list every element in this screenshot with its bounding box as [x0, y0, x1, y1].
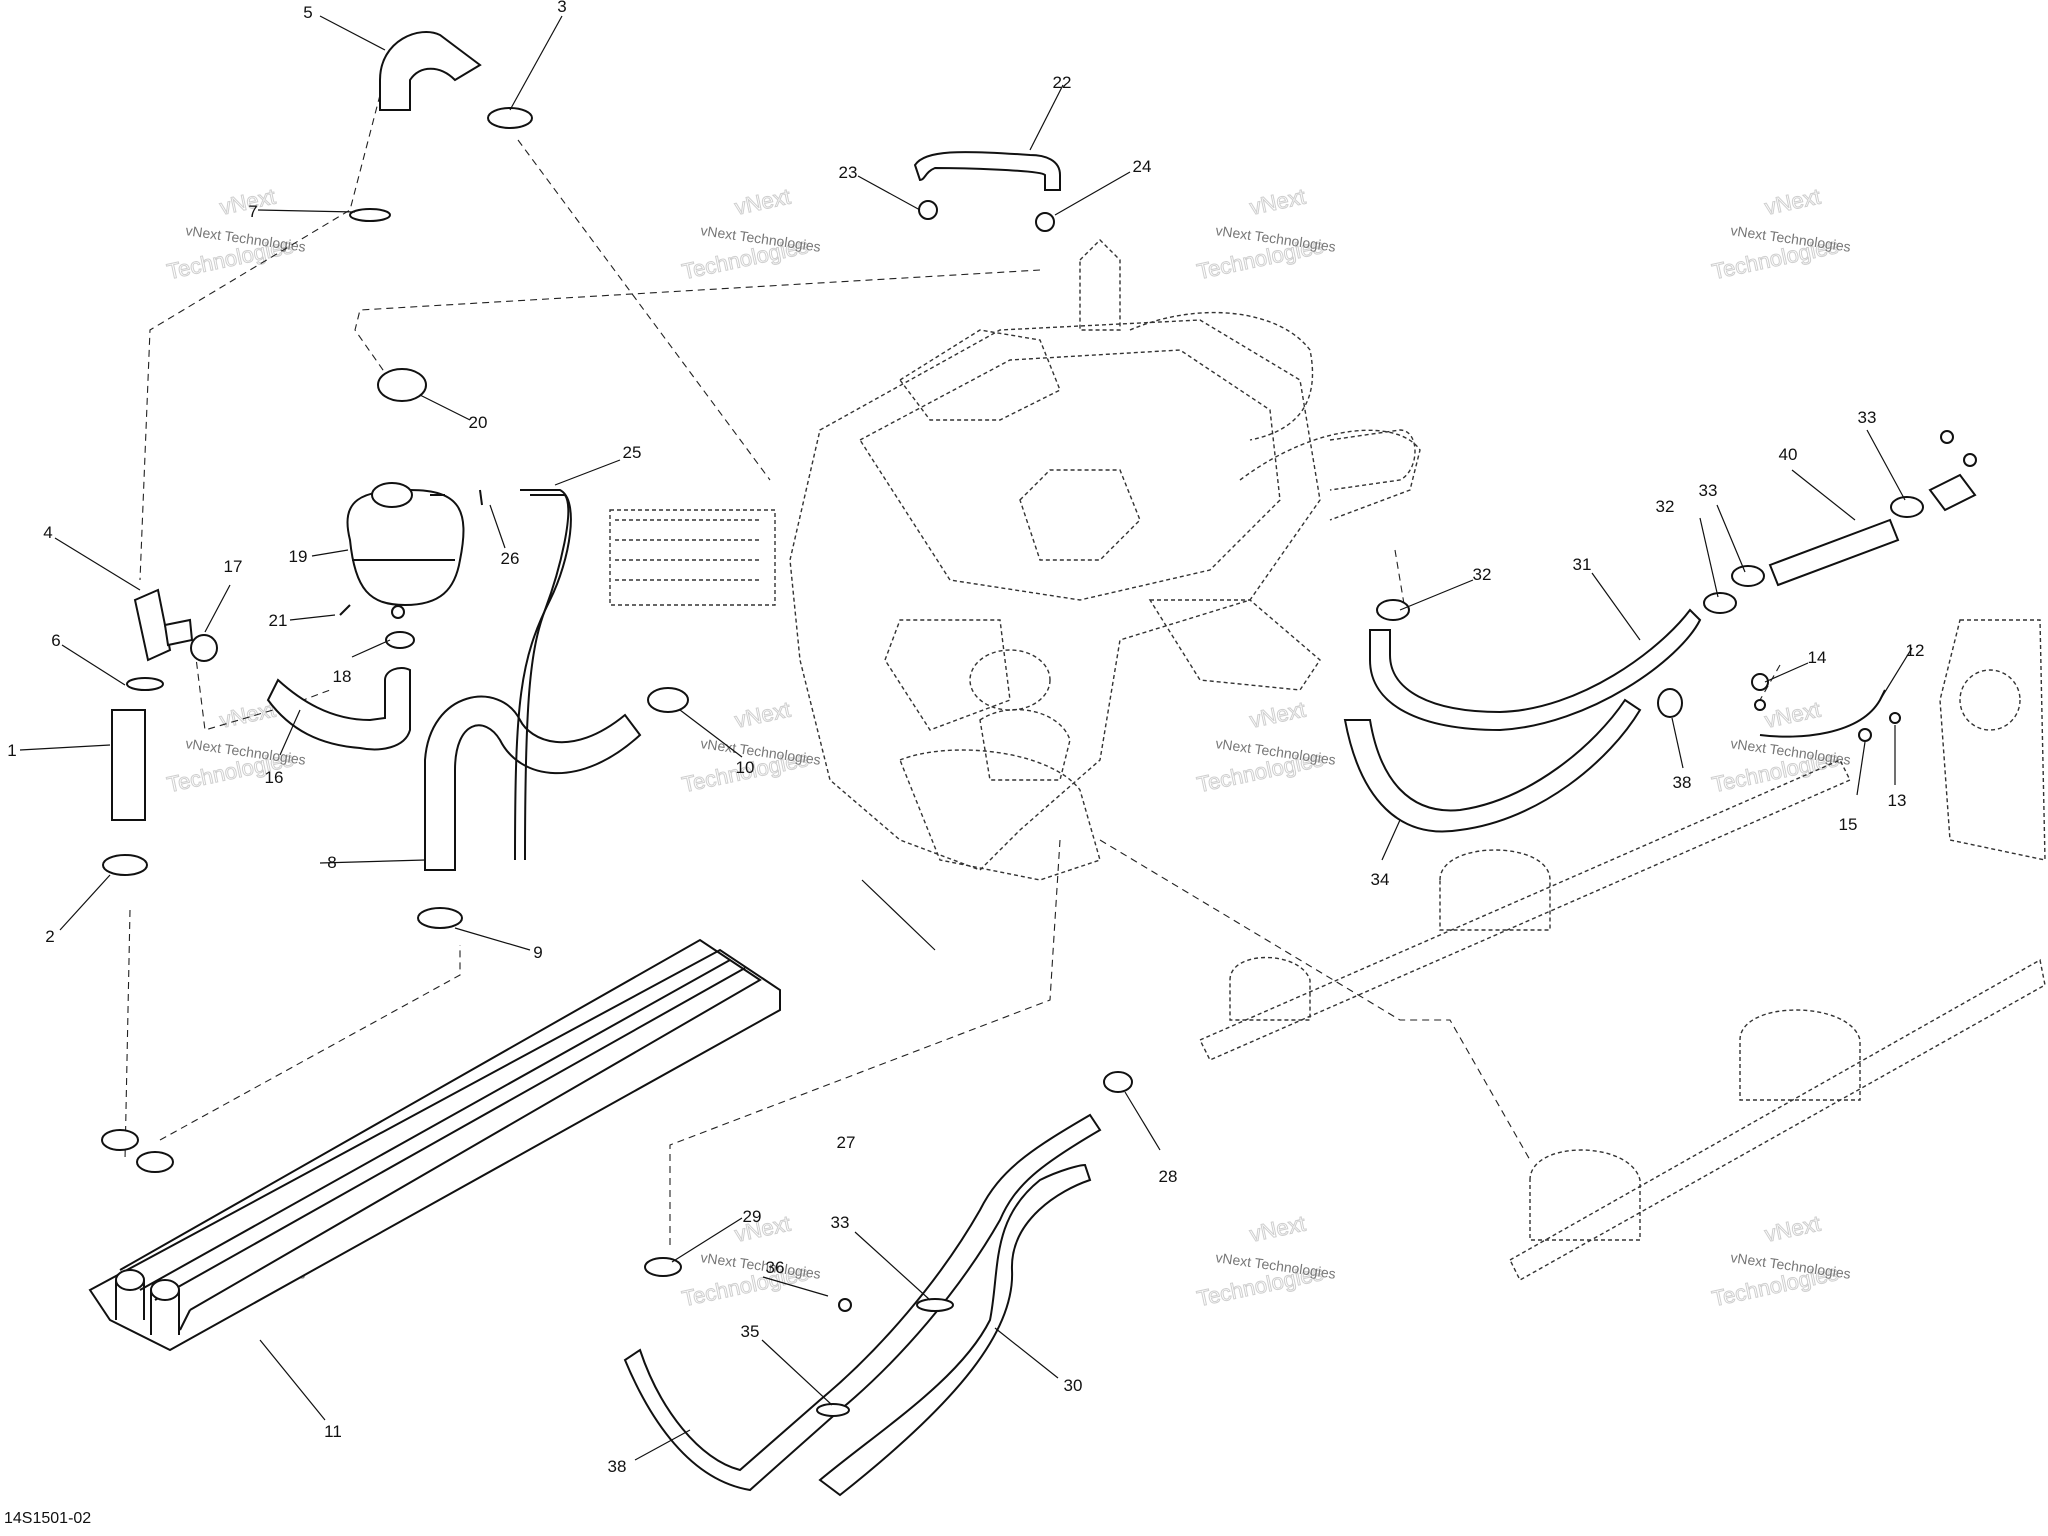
callout-40: 40 [1779, 445, 1798, 464]
callout-20: 20 [469, 413, 488, 432]
callout-23: 23 [839, 163, 858, 182]
watermark-vnext: vNext [1762, 697, 1822, 733]
callout-6: 6 [51, 631, 60, 650]
callout-21: 21 [269, 611, 288, 630]
callout-5: 5 [303, 3, 312, 22]
assembly-lines [124, 94, 1781, 1250]
leader-lines [19, 15, 1913, 1461]
callout-16: 16 [265, 768, 284, 787]
watermark-vnext: vNext [1762, 1211, 1822, 1247]
callout-2: 2 [45, 927, 54, 946]
callout-1: 1 [7, 741, 16, 760]
callout-7: 7 [248, 202, 257, 221]
callout-11: 11 [324, 1422, 342, 1441]
callout-labels: 5 3 7 4 6 1 2 17 16 8 9 10 11 18 21 19 2… [7, 0, 1924, 1476]
radiator [88, 938, 781, 1352]
callout-37: 36 [766, 1258, 785, 1277]
callout-34: 34 [1371, 870, 1390, 889]
callout-12: 12 [1906, 641, 1925, 660]
callout-3: 3 [557, 0, 566, 16]
callout-24: 24 [1133, 157, 1152, 176]
callout-27: 27 [837, 1133, 856, 1152]
watermark-vnext: vNext [1247, 697, 1307, 733]
callout-38-lower: 38 [608, 1457, 627, 1476]
callout-28: 28 [1159, 1167, 1178, 1186]
coolant-expansion-tank [346, 368, 465, 619]
callout-13: 13 [1888, 791, 1907, 810]
callout-36: 35 [741, 1322, 760, 1341]
callout-22: 22 [1053, 73, 1072, 92]
callout-19: 19 [289, 547, 308, 566]
callout-14: 14 [1808, 648, 1827, 667]
watermark-vnext: vNext [732, 1211, 792, 1247]
watermark-vnext: vNext [732, 697, 792, 733]
frame-rails [1199, 619, 2046, 1281]
callout-31: 31 [1573, 555, 1592, 574]
watermark-vnext: vNext [1247, 1211, 1307, 1247]
callout-29: 29 [743, 1207, 762, 1226]
callout-9: 9 [533, 943, 542, 962]
engine-assembly [609, 239, 1421, 881]
callout-30: 30 [1064, 1376, 1083, 1395]
watermark-vnext: vNext [732, 184, 792, 220]
callout-4: 4 [43, 523, 52, 542]
callout-32-left: 32 [1473, 565, 1492, 584]
callout-8: 8 [327, 853, 336, 872]
callout-38-upper: 38 [1673, 773, 1692, 792]
callout-32-right: 32 [1656, 497, 1675, 516]
callout-15: 15 [1839, 815, 1858, 834]
callout-17: 17 [224, 557, 243, 576]
callout-18: 18 [333, 667, 352, 686]
clamps-and-fasteners [102, 107, 1977, 1417]
callout-10: 10 [736, 758, 755, 777]
callout-33-upper: 33 [1858, 408, 1877, 427]
callout-35: 33 [831, 1213, 850, 1232]
callout-33-lower: 33 [1699, 481, 1718, 500]
watermark-vnext: vNext [1247, 184, 1307, 220]
diagram-reference-code: 14S1501-02 [4, 1510, 92, 1527]
watermark-vnext: vNext [1762, 184, 1822, 220]
hoses [111, 31, 1900, 1497]
callout-25: 25 [623, 443, 642, 462]
callout-26: 26 [501, 549, 520, 568]
